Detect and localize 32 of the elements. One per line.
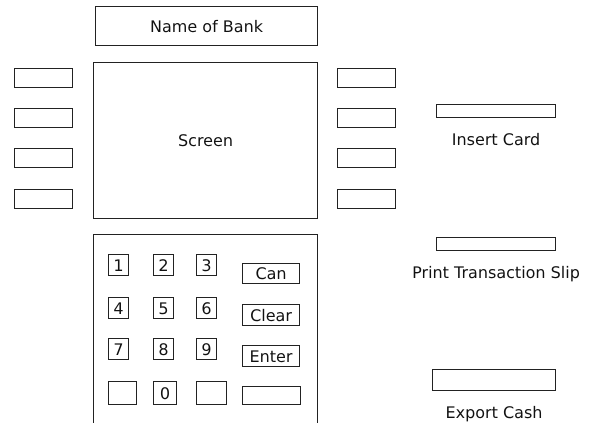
key-button: 0 <box>153 381 177 405</box>
slot-label: Print Transaction Slip <box>411 263 581 282</box>
key-button: 6 <box>196 297 217 319</box>
side-button <box>14 148 73 168</box>
key-button: 7 <box>108 338 129 360</box>
key-button: 4 <box>108 297 129 319</box>
screen-label: Screen <box>178 131 233 150</box>
key-button: Enter <box>242 345 300 367</box>
key-button: 3 <box>196 254 217 276</box>
key-button: Can <box>242 263 300 284</box>
bank-name-panel <box>95 6 318 46</box>
side-button <box>337 68 396 88</box>
key-button <box>242 386 301 405</box>
side-button <box>337 108 396 128</box>
side-button <box>14 68 73 88</box>
key-button: 1 <box>108 254 129 276</box>
key-button: 5 <box>153 297 174 319</box>
key-button: 2 <box>153 254 174 276</box>
key-button: 8 <box>153 338 174 360</box>
bank-name-text: Name of Bank <box>150 16 263 36</box>
side-button <box>14 108 73 128</box>
slot-label: Export Cash <box>444 403 544 422</box>
key-button <box>108 381 137 405</box>
keypad-panel <box>93 234 318 423</box>
side-button <box>337 189 396 209</box>
key-button <box>196 381 227 405</box>
screen-display <box>93 62 318 219</box>
key-button: Clear <box>242 304 300 326</box>
side-button <box>337 148 396 168</box>
side-button <box>14 189 73 209</box>
slot-label: Insert Card <box>450 130 542 149</box>
key-button: 9 <box>196 338 217 360</box>
